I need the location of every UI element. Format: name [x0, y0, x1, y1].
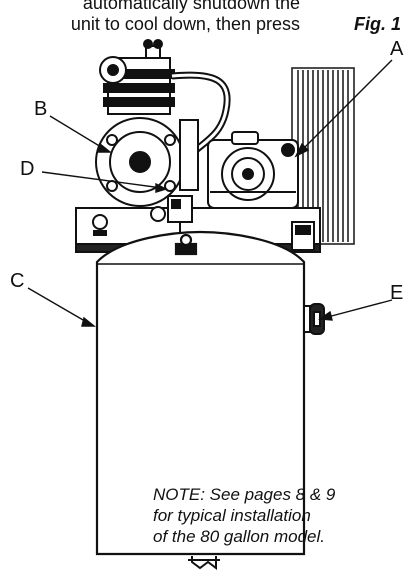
note-line-2: for typical installation [153, 506, 311, 525]
note-line-1: NOTE: See pages 8 & 9 [153, 485, 336, 504]
pressure-switch [150, 195, 193, 245]
callout-leaders [27, 59, 393, 327]
callout-e: E [390, 282, 404, 304]
intro-text-line-2: unit to cool down, then press [70, 14, 300, 34]
callout-b: B [34, 98, 48, 120]
pump-head [99, 39, 175, 115]
callout-c: C [10, 270, 25, 292]
intro-text-line-1: automatically shutdown the [82, 0, 300, 13]
air-tank [95, 230, 306, 556]
drain-valve [188, 556, 220, 570]
note-line-3: of the 80 gallon model. [153, 527, 326, 546]
installation-note: NOTE: See pages 8 & 9 for typical instal… [153, 484, 420, 547]
figure-label: Fig. 1 [354, 14, 402, 34]
flywheel [95, 117, 199, 207]
electric-motor [207, 131, 299, 209]
callout-a: A [390, 38, 404, 60]
callout-d: D [20, 158, 35, 180]
